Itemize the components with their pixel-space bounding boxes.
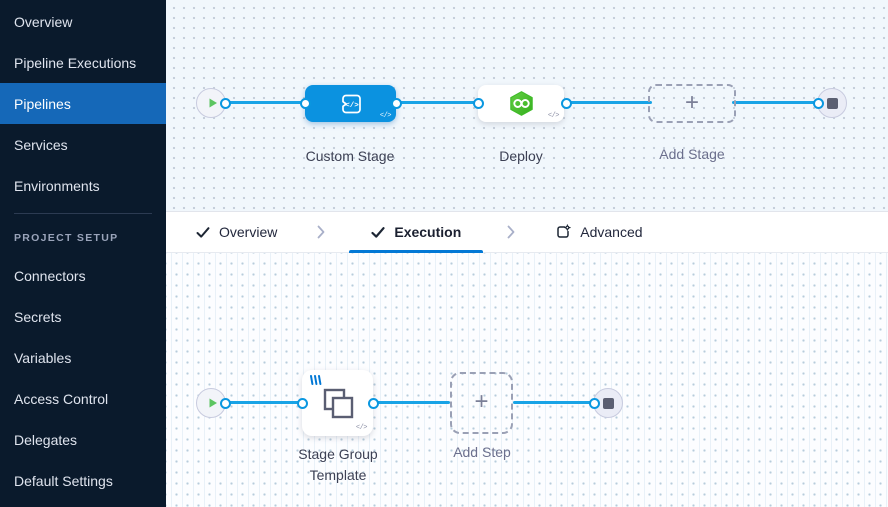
code-badge: </> xyxy=(547,112,560,120)
sidebar-item-secrets[interactable]: Secrets xyxy=(0,296,166,337)
sidebar-item-label: Default Settings xyxy=(14,472,113,489)
sidebar-item-label: Connectors xyxy=(14,267,86,284)
sidebar-item-pipeline-executions[interactable]: Pipeline Executions xyxy=(0,42,166,83)
stage-label-add-stage: Add Stage xyxy=(659,146,725,162)
sidebar-item-label: Overview xyxy=(14,13,73,30)
pipeline-studio-tabbar: Overview Execution xyxy=(166,211,888,253)
sidebar-item-label: Pipeline Executions xyxy=(14,54,137,71)
sidebar-item-label: Variables xyxy=(14,349,72,366)
sidebar-item-label: Secrets xyxy=(14,308,62,325)
tab-label: Execution xyxy=(394,224,462,240)
chevron-right-icon xyxy=(317,225,325,239)
edge-port xyxy=(473,98,484,109)
custom-stage-node[interactable]: </> </> xyxy=(305,85,396,122)
plus-icon: + xyxy=(684,88,699,116)
code-badge: </> xyxy=(355,424,368,432)
edge-line xyxy=(392,101,484,104)
sidebar-item-delegates[interactable]: Delegates xyxy=(0,419,166,460)
sidebar-item-access-control[interactable]: Access Control xyxy=(0,378,166,419)
sidebar-item-label: Services xyxy=(14,136,68,153)
sidebar-item-label: Access Control xyxy=(14,390,109,407)
tab-advanced[interactable]: Advanced xyxy=(539,212,658,252)
sidebar-item-label: Delegates xyxy=(14,431,78,448)
tab-execution[interactable]: Execution xyxy=(349,212,484,253)
tab-label: Advanced xyxy=(580,224,643,240)
panel-gear-icon xyxy=(557,224,571,238)
sidebar-item-overview[interactable]: Overview xyxy=(0,1,166,42)
play-icon xyxy=(209,398,217,408)
stage-graph-canvas[interactable]: </> </> </> + xyxy=(166,0,888,211)
sidebar-item-label: Environments xyxy=(14,177,100,194)
custom-stage-icon: </> xyxy=(341,94,361,113)
sidebar-item-label: Pipelines xyxy=(14,95,71,112)
tab-label: Overview xyxy=(219,224,278,240)
stage-group-icon xyxy=(323,388,353,419)
tab-overview[interactable]: Overview xyxy=(180,212,293,252)
add-step-button[interactable]: + xyxy=(450,372,513,434)
sidebar-item-environments[interactable]: Environments xyxy=(0,165,166,206)
template-badge-icon xyxy=(310,375,322,385)
sidebar-item-connectors[interactable]: Connectors xyxy=(0,255,166,296)
sidebar-item-pipelines[interactable]: Pipelines xyxy=(0,83,166,124)
sidebar-item-variables[interactable]: Variables xyxy=(0,337,166,378)
sidebar-divider xyxy=(14,213,152,214)
sidebar-section-project-setup: PROJECT SETUP xyxy=(14,232,119,244)
sidebar-item-services[interactable]: Services xyxy=(0,124,166,165)
pipeline-start-node xyxy=(196,88,226,118)
execution-graph-canvas[interactable]: </> + Stage Group Template Add Step xyxy=(166,253,888,507)
step-label-stage-group-template: Stage Group Template xyxy=(298,446,378,483)
edge-port xyxy=(368,398,379,409)
project-sidebar: Overview Pipeline Executions Pipelines S… xyxy=(0,0,166,507)
edge-port xyxy=(589,398,600,409)
edge-line xyxy=(513,401,594,404)
edge-line xyxy=(211,101,309,104)
edge-port xyxy=(220,98,231,109)
pipeline-end-node xyxy=(817,88,847,118)
add-stage-button[interactable]: + xyxy=(648,84,736,123)
edge-port xyxy=(561,98,572,109)
edge-port xyxy=(391,98,402,109)
step-label-add-step: Add Step xyxy=(453,444,511,460)
chevron-right-icon xyxy=(507,225,515,239)
plus-icon: + xyxy=(474,388,489,415)
edge-port xyxy=(220,398,231,409)
svg-text:</>: </> xyxy=(345,102,359,110)
stop-icon xyxy=(826,97,838,109)
edge-port xyxy=(297,398,308,409)
code-badge: </> xyxy=(379,112,392,120)
play-icon xyxy=(209,98,217,108)
edge-line xyxy=(373,401,450,404)
edge-line xyxy=(225,401,302,404)
deploy-cd-icon xyxy=(509,91,533,116)
stage-label-custom-stage: Custom Stage xyxy=(305,148,395,164)
stop-icon xyxy=(602,397,614,409)
edge-port xyxy=(813,98,824,109)
edge-port xyxy=(300,98,311,109)
check-icon xyxy=(371,226,385,238)
edge-line xyxy=(732,101,822,104)
stage-group-template-node[interactable]: </> xyxy=(302,370,373,436)
edge-line xyxy=(562,101,652,104)
pipeline-studio-main: </> </> </> + xyxy=(166,0,888,507)
check-icon xyxy=(196,226,210,238)
stage-label-deploy: Deploy xyxy=(499,148,543,164)
deploy-stage-node[interactable]: </> xyxy=(478,85,564,122)
sidebar-item-default-settings[interactable]: Default Settings xyxy=(0,460,166,501)
